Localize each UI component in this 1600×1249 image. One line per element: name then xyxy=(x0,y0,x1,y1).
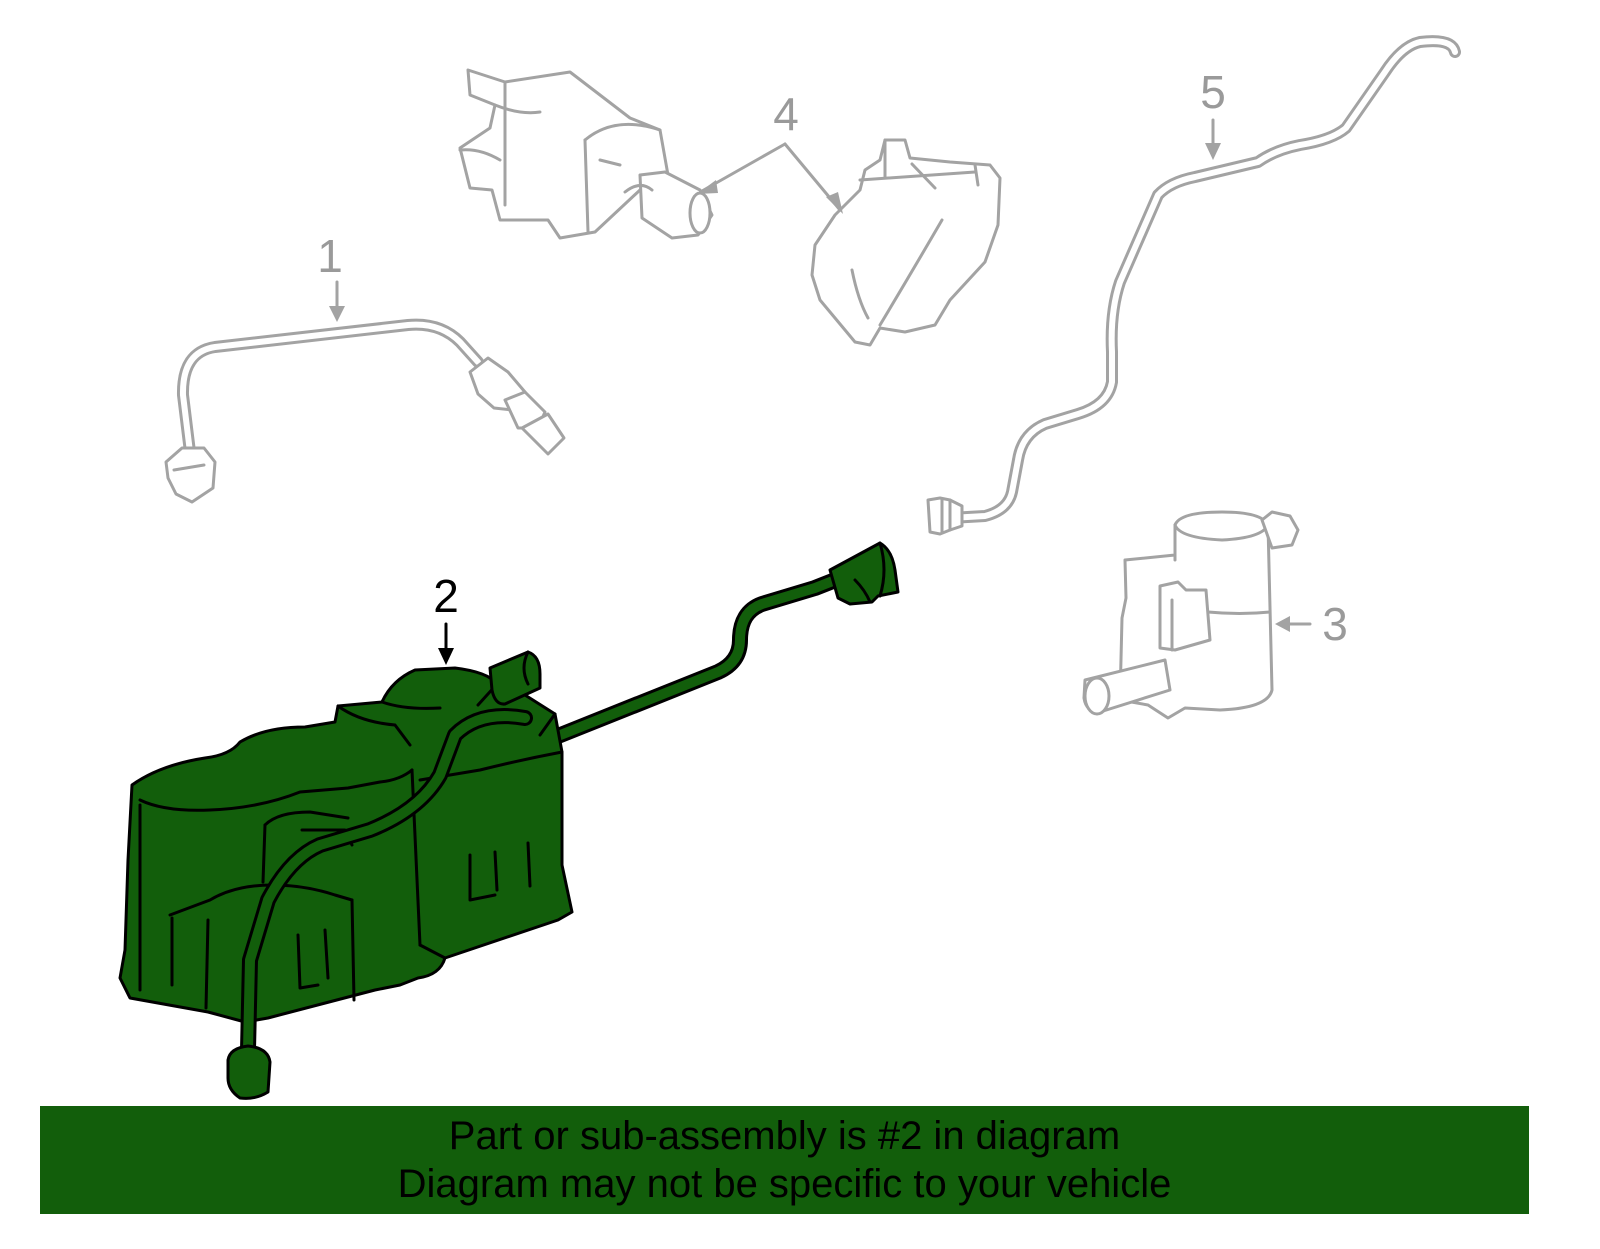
info-banner: Part or sub-assembly is #2 in diagram Di… xyxy=(40,1106,1529,1214)
canister-tube xyxy=(543,570,853,745)
banner-line-1: Part or sub-assembly is #2 in diagram xyxy=(448,1114,1121,1158)
canister-tube-connector xyxy=(828,541,900,606)
callout-3: 3 xyxy=(1275,598,1348,650)
canister-top-fitting xyxy=(488,650,542,706)
callout-1-label: 1 xyxy=(317,230,343,282)
callout-4-label: 4 xyxy=(773,88,799,140)
part-2-evap-canister[interactable] xyxy=(118,541,900,1100)
part-3-vent-valve[interactable] xyxy=(1082,510,1300,720)
callout-5: 5 xyxy=(1200,66,1226,160)
canister-tube-cap xyxy=(226,1044,272,1100)
part-4-valve-cover[interactable] xyxy=(810,138,1002,347)
callout-1: 1 xyxy=(317,230,345,322)
callout-2: 2 xyxy=(433,570,459,665)
callout-5-label: 5 xyxy=(1200,66,1226,118)
part-5-vapor-hose[interactable] xyxy=(926,35,1461,536)
callout-4: 4 xyxy=(697,88,843,214)
callout-3-label: 3 xyxy=(1322,598,1348,650)
part-4-purge-valve[interactable] xyxy=(458,68,714,240)
banner-line-2: Diagram may not be specific to your vehi… xyxy=(397,1162,1172,1206)
part-1-oxygen-sensor[interactable] xyxy=(164,318,566,504)
canister-small-tube xyxy=(243,711,530,1055)
callout-2-label: 2 xyxy=(433,570,459,622)
